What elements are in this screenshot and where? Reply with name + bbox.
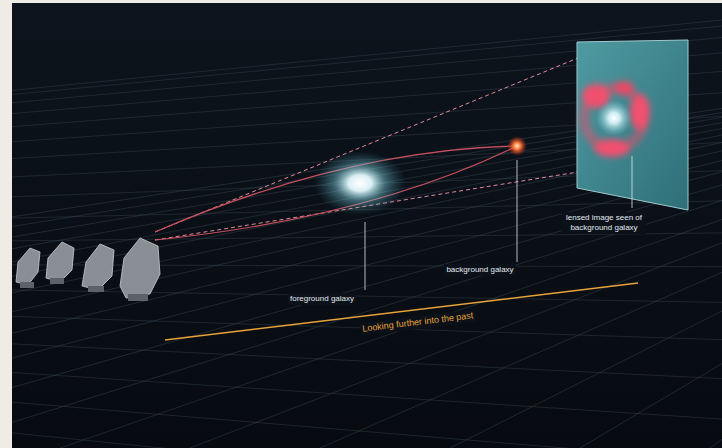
- ring-arc: [630, 94, 650, 130]
- grid-line: [450, 20, 722, 448]
- telescope-dish: [120, 238, 160, 298]
- perspective-grid: [12, 20, 722, 448]
- lens-core: [596, 100, 632, 136]
- telescope-dish: [46, 242, 74, 282]
- grid-line: [12, 260, 722, 448]
- grid-line: [12, 38, 722, 260]
- leader-line: [517, 160, 518, 262]
- telescope-base: [20, 282, 34, 288]
- apparent-ray: [155, 58, 578, 232]
- grid-line: [12, 260, 722, 379]
- callout-label: background galaxy: [444, 264, 515, 276]
- grid-line: [12, 260, 722, 448]
- grid-line: [12, 20, 722, 260]
- callout-label: lensed image seen of background galaxy: [562, 212, 646, 234]
- time-axis: [165, 283, 638, 340]
- grid-line: [12, 53, 722, 260]
- axis-label: Looking further into the past: [360, 309, 476, 336]
- telescope-dish: [16, 248, 40, 285]
- grid-line: [12, 260, 722, 267]
- grid-line: [12, 26, 722, 260]
- background-galaxy: [507, 136, 527, 156]
- foreground-galaxy: [314, 151, 406, 215]
- telescope-base: [128, 294, 148, 301]
- grid-line: [320, 20, 722, 448]
- ring-arc: [614, 81, 634, 95]
- einstein-ring: [582, 81, 650, 157]
- grid-line: [12, 260, 722, 419]
- telescope-base: [50, 278, 64, 284]
- callout-label: foreground galaxy: [288, 293, 356, 305]
- ring-arc: [594, 139, 630, 157]
- grid-line: [12, 260, 722, 302]
- space-background: [12, 3, 722, 448]
- telescope-group: [16, 238, 160, 298]
- light-path: [155, 146, 517, 232]
- telescope-bases: [20, 278, 148, 301]
- telescope-base: [88, 286, 104, 292]
- leader-line: [365, 222, 366, 290]
- light-path: [155, 146, 517, 240]
- grid-line: [12, 233, 722, 260]
- lensed-image-panel: [577, 40, 688, 210]
- grid-line: [710, 20, 722, 448]
- grid-line: [12, 260, 722, 340]
- leader-line: [632, 156, 633, 208]
- telescope-dish: [82, 244, 114, 290]
